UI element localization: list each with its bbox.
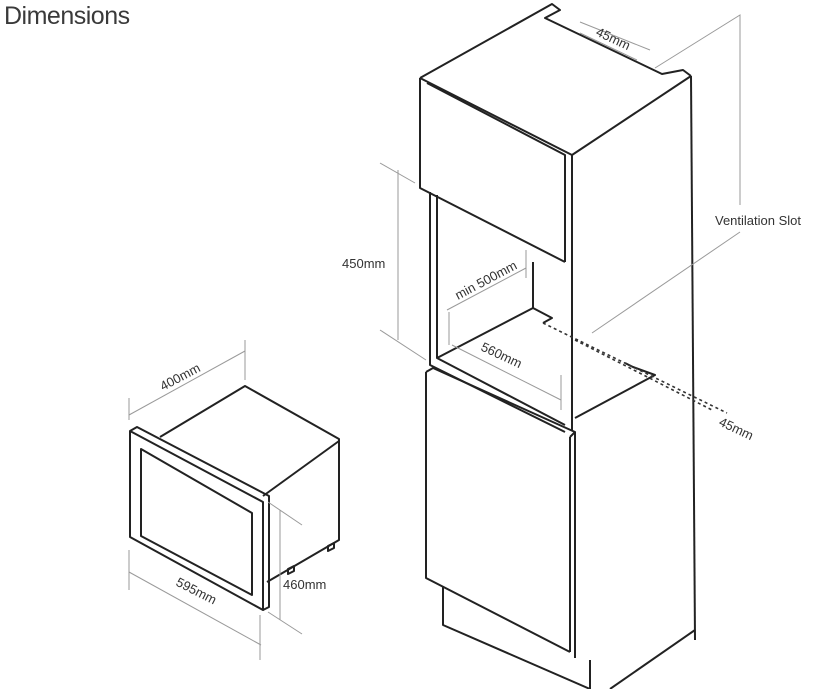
tall-cabinet — [419, 3, 696, 689]
niche-width-label: 560mm — [479, 339, 525, 371]
dimension-lines-cabinet — [379, 14, 741, 414]
page-title: Dimensions — [4, 2, 130, 30]
niche-depth-label: min 500mm — [452, 258, 519, 303]
oven-width-label: 595mm — [174, 574, 219, 607]
ventilation-slot-label: Ventilation Slot — [715, 213, 801, 228]
oven-depth-label: 400mm — [157, 360, 202, 394]
dimension-lines-oven — [128, 340, 303, 660]
dimension-labels-oven: 400mm 595mm 460mm — [157, 360, 326, 607]
built-in-oven — [129, 385, 340, 611]
rear-slot-depth-label: 45mm — [717, 414, 756, 443]
niche-height-label: 450mm — [342, 256, 385, 271]
oven-height-label: 460mm — [283, 577, 326, 592]
